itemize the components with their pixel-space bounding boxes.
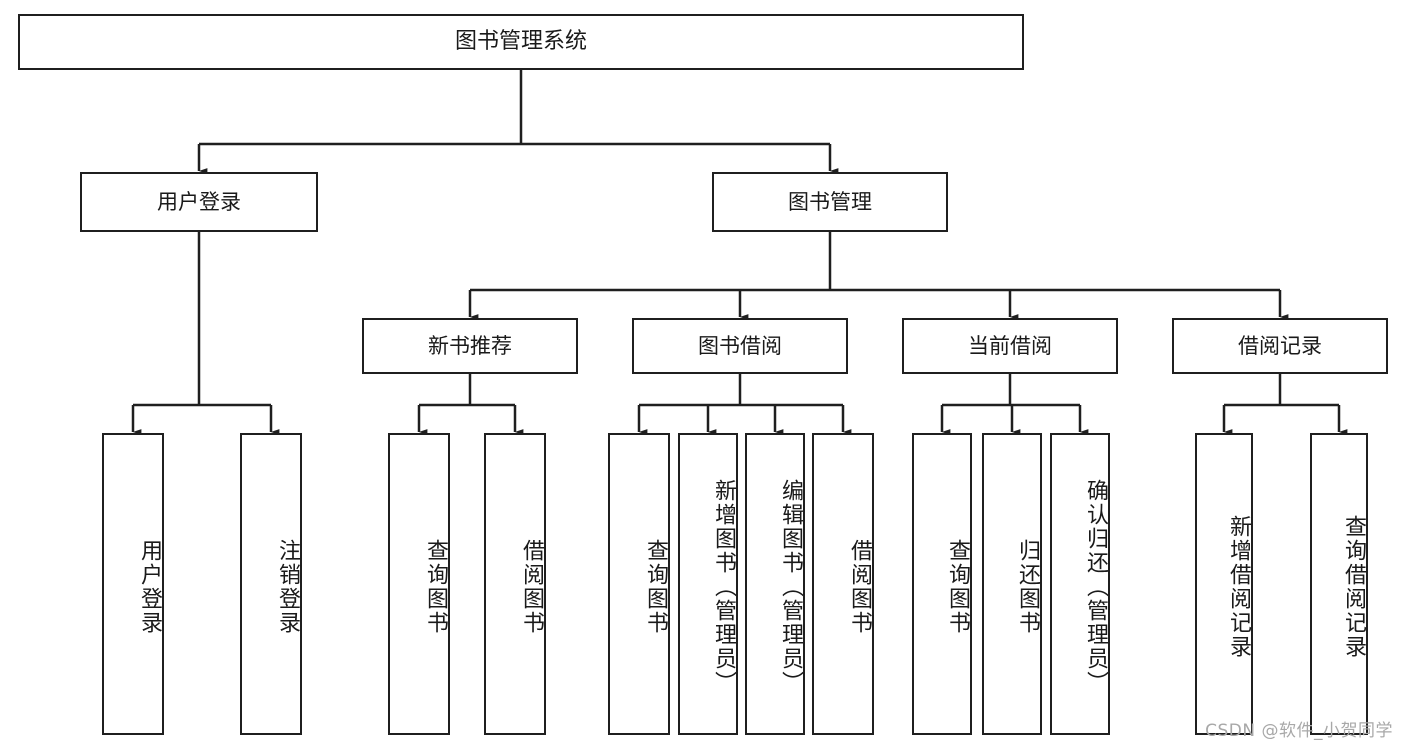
- node-label: 借阅记录: [1238, 333, 1322, 358]
- node-new-book-rec: 新书推荐: [362, 318, 578, 374]
- node-leaf-query-book-2: 查询图书: [608, 433, 670, 735]
- node-leaf-query-record: 查询借阅记录: [1310, 433, 1368, 735]
- node-label: 编辑图书（管理员）: [778, 479, 803, 695]
- node-label: 新增图书（管理员）: [711, 479, 736, 695]
- node-user-login: 用户登录: [80, 172, 318, 232]
- node-leaf-confirm-return: 确认归还（管理员）: [1050, 433, 1110, 735]
- node-label: 新书推荐: [428, 333, 512, 358]
- node-label: 查询图书: [945, 539, 970, 635]
- node-leaf-logout: 注销登录: [240, 433, 302, 735]
- node-label: 当前借阅: [968, 333, 1052, 358]
- node-label: 查询图书: [643, 539, 668, 635]
- node-leaf-borrow-book-2: 借阅图书: [812, 433, 874, 735]
- node-label: 查询图书: [423, 539, 448, 635]
- node-borrow-record: 借阅记录: [1172, 318, 1388, 374]
- node-label: 查询借阅记录: [1341, 515, 1366, 659]
- node-leaf-user-login: 用户登录: [102, 433, 164, 735]
- node-book-borrow: 图书借阅: [632, 318, 848, 374]
- node-label: 归还图书: [1015, 539, 1040, 635]
- node-label: 借阅图书: [519, 539, 544, 635]
- node-book-manage: 图书管理: [712, 172, 948, 232]
- csdn-watermark: CSDN @软件_小贺同学: [1205, 721, 1393, 741]
- node-leaf-edit-book: 编辑图书（管理员）: [745, 433, 805, 735]
- node-root: 图书管理系统: [18, 14, 1024, 70]
- node-leaf-query-book-3: 查询图书: [912, 433, 972, 735]
- node-label: 图书借阅: [698, 333, 782, 358]
- node-current-borrow: 当前借阅: [902, 318, 1118, 374]
- node-label: 图书管理: [788, 189, 872, 214]
- node-label: 用户登录: [157, 189, 241, 214]
- node-label: 确认归还（管理员）: [1083, 479, 1108, 695]
- node-label: 注销登录: [275, 539, 300, 635]
- node-leaf-add-book: 新增图书（管理员）: [678, 433, 738, 735]
- node-label: 新增借阅记录: [1226, 515, 1251, 659]
- node-label: 借阅图书: [847, 539, 872, 635]
- node-label: 用户登录: [137, 539, 162, 635]
- node-leaf-borrow-book-1: 借阅图书: [484, 433, 546, 735]
- node-leaf-query-book-1: 查询图书: [388, 433, 450, 735]
- node-label: 图书管理系统: [454, 29, 587, 55]
- node-leaf-add-record: 新增借阅记录: [1195, 433, 1253, 735]
- node-leaf-return-book: 归还图书: [982, 433, 1042, 735]
